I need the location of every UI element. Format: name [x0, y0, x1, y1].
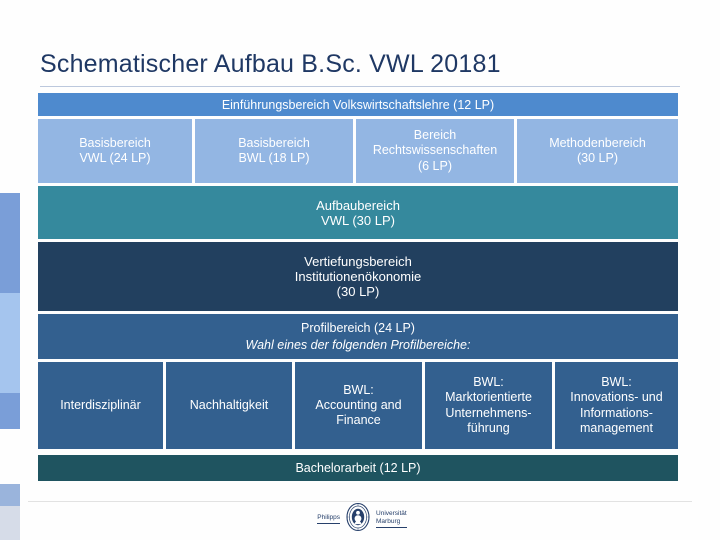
profile-cell-interdisziplinaer: Interdisziplinär — [38, 362, 163, 449]
footer-divider — [28, 501, 692, 502]
university-logo-line2: Marburg — [376, 518, 401, 525]
left-accent-strip-footer-lower — [0, 506, 20, 540]
basis-cell-recht-line3: (6 LP) — [417, 158, 453, 173]
basis-cell-vwl-line2: VWL (24 LP) — [79, 151, 151, 165]
basis-row: Basisbereich VWL (24 LP) Basisbereich BW… — [38, 119, 678, 183]
basis-cell-recht-line1: Bereich — [413, 128, 457, 143]
vertiefung-band-line1: Vertiefungsbereich — [304, 254, 412, 269]
profil-band-line2: Wahl eines der folgenden Profilbereiche: — [245, 338, 471, 352]
left-accent-strip-footer-upper — [0, 484, 20, 506]
profile-cell-nachhaltigkeit-line1: Nachhaltigkeit — [189, 397, 269, 412]
profil-band-line1: Profilbereich (24 LP) — [301, 321, 415, 335]
profile-cell-marktorientierte-line3: Unternehmens- — [445, 405, 532, 420]
basis-cell-bwl-line2: BWL (18 LP) — [238, 151, 310, 165]
basis-cell-methoden-line2: (30 LP) — [577, 151, 618, 165]
thesis-band-label: Bachelorarbeit (12 LP) — [295, 461, 421, 475]
profile-cell-marktorientierte-line4: führung — [467, 420, 510, 435]
left-accent-strip-middle — [0, 293, 20, 393]
university-logo-line1: Universität — [376, 509, 407, 517]
profile-cell-marktorientierte-line2: Marktorientierte — [445, 390, 532, 405]
basis-cell-recht: Bereich Rechtswissenschaften (6 LP) — [356, 119, 514, 183]
basis-cell-methoden: Methodenbereich (30 LP) — [517, 119, 678, 183]
basis-cell-bwl: Basisbereich BWL (18 LP) — [195, 119, 353, 183]
aufbau-band: Aufbaubereich VWL (30 LP) — [38, 186, 678, 239]
basis-cell-bwl-line1: Basisbereich — [238, 135, 310, 150]
profile-cell-marktorientierte-line1: BWL: — [473, 375, 504, 389]
profile-cell-accounting-finance-line2: Accounting and — [315, 397, 402, 412]
profile-cell-accounting-finance-line3: Finance — [336, 413, 381, 428]
aufbau-band-line2: VWL (30 LP) — [321, 212, 395, 228]
profile-cell-innovations-line1: BWL: — [601, 375, 632, 389]
vertiefung-band-line2: Institutionenökonomie — [294, 269, 422, 284]
university-logo-word-philipps: Philipps — [317, 514, 341, 525]
profil-band: Profilbereich (24 LP) Wahl eines der fol… — [38, 314, 678, 359]
page-title: Schematischer Aufbau B.Sc. VWL 20181 — [40, 50, 501, 78]
profile-cell-interdisziplinaer-line1: Interdisziplinär — [60, 397, 141, 412]
basis-cell-methoden-line1: Methodenbereich — [549, 135, 646, 150]
left-accent-strip-lower — [0, 393, 20, 429]
profile-cell-nachhaltigkeit: Nachhaltigkeit — [166, 362, 292, 449]
profile-cell-accounting-finance: BWL: Accounting and Finance — [295, 362, 422, 449]
vertiefung-band: Vertiefungsbereich Institutionenökonomie… — [38, 242, 678, 311]
left-accent-strip-upper — [0, 193, 20, 293]
intro-band-label: Einführungsbereich Volkswirtschaftslehre… — [221, 97, 495, 112]
university-seal-icon — [343, 502, 373, 535]
title-divider — [40, 86, 680, 87]
thesis-band: Bachelorarbeit (12 LP) — [38, 455, 678, 481]
vertiefung-band-line3: (30 LP) — [336, 284, 380, 299]
basis-cell-recht-line2: Rechtswissenschaften — [372, 143, 498, 158]
profile-cell-innovations-line3: Informations- — [580, 405, 653, 420]
aufbau-band-line1: Aufbaubereich — [316, 197, 400, 213]
university-logo: Philipps Universität Marburg — [306, 503, 418, 535]
basis-cell-vwl-line1: Basisbereich — [79, 135, 151, 150]
profile-cell-marktorientierte-unternehmensfuehrung: BWL: Marktorientierte Unternehmens- führ… — [425, 362, 552, 449]
profile-cell-innovations-informationsmanagement: BWL: Innovations- und Informations- mana… — [555, 362, 678, 449]
profile-cell-accounting-finance-line1: BWL: — [343, 382, 374, 397]
intro-band: Einführungsbereich Volkswirtschaftslehre… — [38, 93, 678, 116]
profile-cell-innovations-line4: management — [580, 420, 653, 435]
profile-cell-innovations-line2: Innovations- und — [570, 390, 663, 405]
university-logo-word-universitaet-marburg: Universität Marburg — [376, 509, 407, 529]
basis-cell-vwl: Basisbereich VWL (24 LP) — [38, 119, 192, 183]
curriculum-diagram: Einführungsbereich Volkswirtschaftslehre… — [38, 93, 678, 484]
profile-row: Interdisziplinär Nachhaltigkeit BWL: Acc… — [38, 362, 678, 449]
